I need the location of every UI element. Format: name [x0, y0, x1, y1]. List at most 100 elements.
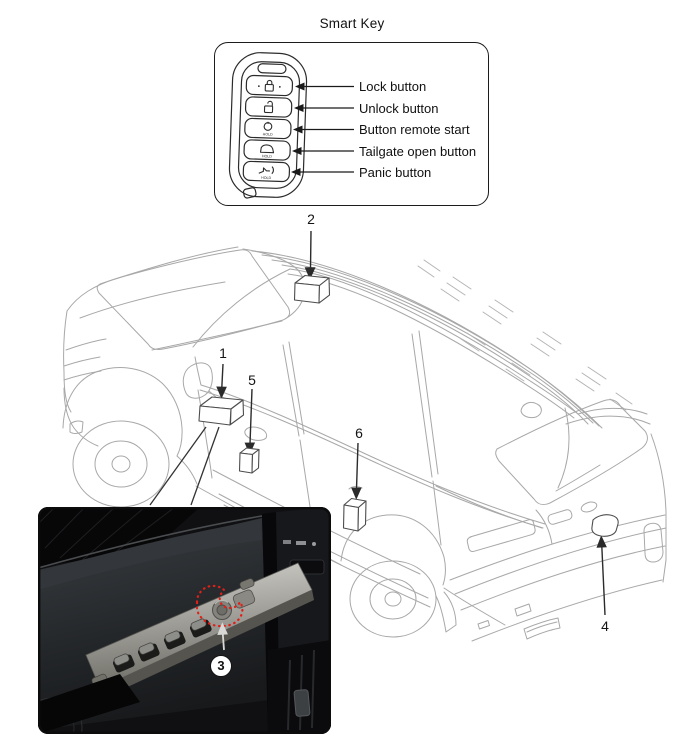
door-lock-knob	[212, 599, 232, 620]
mirror-fold-button	[239, 578, 255, 590]
d-pillar	[557, 407, 570, 489]
fob-bottom-tab	[242, 187, 257, 199]
door-roll	[38, 520, 262, 590]
tailgate-camera	[547, 509, 573, 525]
unlock-button	[244, 96, 293, 118]
rear-glass	[495, 399, 648, 506]
rear-hub	[369, 578, 417, 620]
b-pillar	[282, 341, 305, 437]
b-pillar-lower	[299, 439, 442, 546]
roof-antenna	[520, 401, 542, 419]
remote-start-icon	[263, 121, 273, 131]
front-door-handle	[244, 426, 268, 441]
component-box-2	[293, 274, 331, 304]
roof-rib-c	[281, 264, 589, 425]
callout-number-2: 2	[307, 211, 315, 227]
front-hub-cap	[111, 455, 131, 473]
remote-start-button	[244, 117, 292, 140]
callout-number-5: 5	[248, 372, 256, 388]
callout-number-6: 6	[355, 425, 363, 441]
unlock-icon	[263, 100, 274, 114]
rear-wiper	[555, 464, 601, 492]
door-panel-photo	[38, 507, 332, 735]
cowl-line	[151, 320, 283, 351]
red-highlight-outline	[195, 584, 244, 628]
label-arrows	[291, 82, 354, 176]
window-front-edge	[194, 356, 202, 386]
front-fender-line	[176, 455, 198, 485]
smart-key-panel	[214, 42, 489, 206]
hood-crease	[79, 281, 226, 319]
smart-key-title: Smart Key	[319, 16, 385, 31]
tailgate-button	[243, 139, 291, 161]
tailgate-icon	[259, 144, 275, 154]
bumper-line-1	[449, 514, 666, 581]
callout-number-4: 4	[601, 618, 609, 634]
rear-emblem	[580, 501, 598, 513]
bumper-bottom	[471, 579, 663, 642]
door-trim-highlight	[38, 515, 263, 569]
front-wheel-arch	[62, 367, 183, 457]
label-unlock-button: Unlock button	[359, 100, 439, 116]
label-lock-button: Lock button	[359, 79, 427, 94]
roof-hatching	[417, 259, 633, 411]
hood-outline	[66, 246, 239, 312]
side-mirror	[182, 362, 213, 399]
callout-4-arrow	[601, 545, 606, 616]
mud-flap	[435, 591, 457, 633]
front-door-seam	[197, 389, 213, 479]
inset-pointer-wedge	[149, 426, 220, 506]
drip-rail-inner	[287, 273, 575, 419]
window-switches	[91, 618, 212, 687]
callout-3-arrow	[217, 622, 228, 651]
hold-text-start: HOLD	[263, 132, 274, 136]
drip-rail	[289, 268, 579, 415]
roof-rib-b	[271, 259, 594, 424]
taillight-left	[466, 519, 536, 552]
headlight-line	[65, 338, 107, 351]
exhaust-tip	[523, 617, 561, 640]
door-pull-recess	[38, 674, 140, 734]
quarter-shoulder	[435, 485, 543, 529]
underbody-2	[443, 587, 506, 626]
lock-button	[245, 74, 294, 97]
smart-key-fob: HOLD HOLD HOLD	[228, 52, 308, 199]
front-bumper	[63, 387, 99, 447]
photo-border	[38, 507, 332, 735]
front-hub	[94, 440, 148, 488]
fog-lamp	[69, 420, 84, 434]
pedal	[293, 689, 311, 717]
lock-icon	[257, 79, 281, 92]
quilted-door-top	[38, 507, 200, 566]
tailgate-right-edge	[650, 433, 667, 583]
grille-line-1	[63, 356, 101, 367]
fob-body-outer	[228, 52, 308, 198]
footwell	[268, 640, 331, 734]
bumper-line-2	[454, 527, 667, 595]
roof-rib-a	[261, 254, 600, 427]
vehicle-line-art	[62, 246, 667, 642]
fob-face	[237, 61, 301, 189]
dash-switch-lights	[283, 540, 316, 546]
taillight-right	[643, 522, 664, 563]
hold-text-tailgate: HOLD	[262, 154, 273, 158]
belt-line	[200, 384, 546, 525]
panic-button	[242, 160, 291, 183]
callout-badge-3: 3	[210, 655, 232, 677]
spoiler-top	[577, 407, 648, 415]
rear-tire	[349, 560, 437, 638]
component-box-1	[198, 396, 245, 426]
rear-hub-cap	[384, 591, 402, 607]
c-pillar	[411, 330, 439, 478]
callout-5-arrow	[249, 388, 253, 445]
component-boxes	[198, 274, 619, 537]
bumper-line-3	[460, 545, 666, 611]
belt-line-2	[199, 389, 544, 529]
component-box-6	[342, 497, 367, 532]
windshield	[96, 249, 291, 351]
panic-horn-icon	[258, 166, 274, 175]
spoiler-gap	[565, 415, 651, 425]
component-box-4	[591, 514, 619, 537]
callout-6-arrow	[355, 442, 359, 490]
